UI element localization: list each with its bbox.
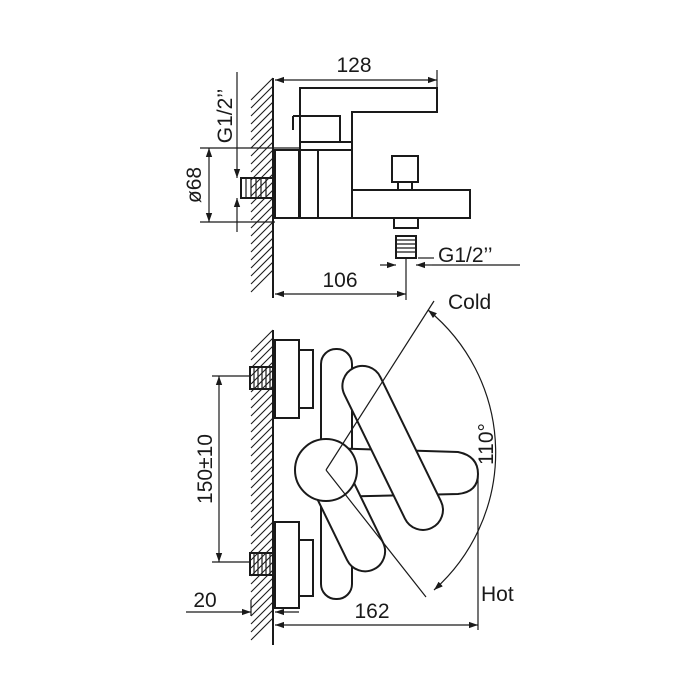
dim-spacing: 150±10 (194, 434, 217, 504)
inlet-thread-lower (249, 552, 274, 576)
mixer-body (299, 141, 353, 151)
inlet-thread-top (240, 177, 274, 199)
dim-top-width: 128 (336, 54, 371, 77)
label-cold: Cold (448, 291, 491, 314)
dim-diameter: ø68 (183, 167, 206, 203)
rotation-arc (427, 309, 497, 591)
front-view: 110° Cold Hot 150±10 20 162 (186, 291, 514, 645)
dim-outlet-thread: G1/2’’ (438, 244, 492, 267)
dim-wall-offset: 20 (193, 589, 216, 612)
dim-inlet-thread: G1/2’’ (214, 89, 237, 143)
label-hot: Hot (481, 583, 514, 606)
inlet-thread-upper (249, 366, 274, 390)
diverter-knob (391, 155, 419, 183)
outlet-thread (393, 217, 419, 229)
dim-depth: 106 (322, 269, 357, 292)
dim-rotation: 110° (475, 423, 498, 465)
wall-hatch-top (250, 77, 274, 298)
dim-total-length: 162 (354, 600, 389, 623)
side-view: 128 ø68 G1/2’’ G1/2’’ 106 (183, 54, 520, 300)
